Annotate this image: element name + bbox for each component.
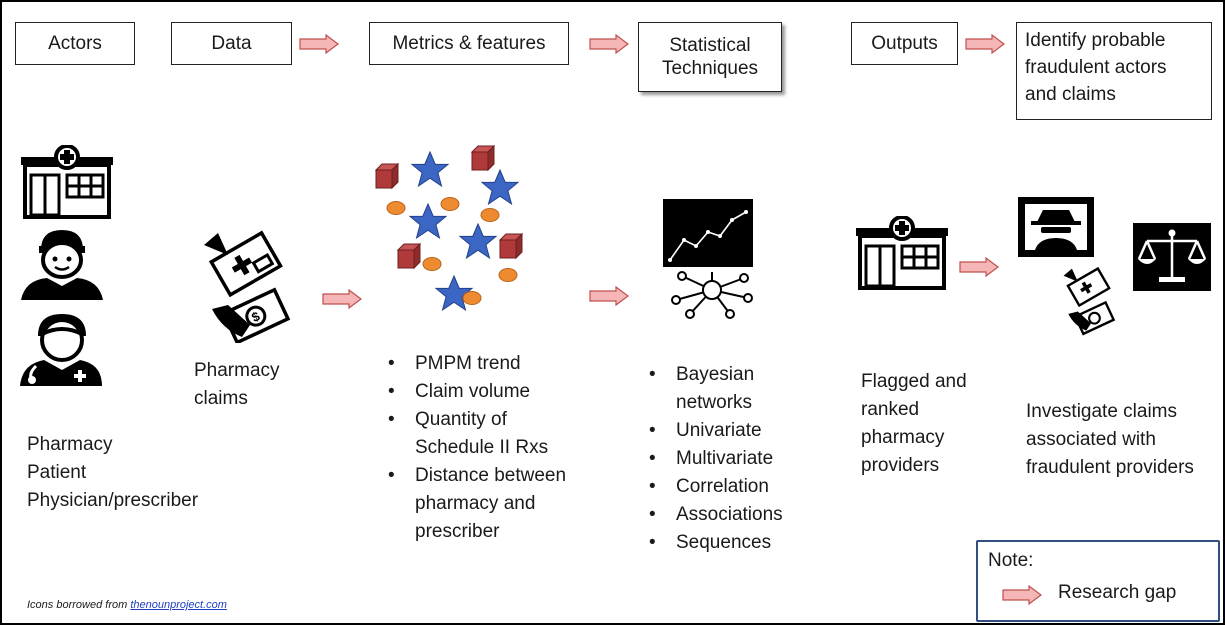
header-statistical-line1: Statistical	[669, 35, 751, 56]
header-actors-label: Actors	[48, 33, 102, 54]
arrow-outputs-to-identify	[965, 34, 1005, 54]
money-exchange-icon: $	[204, 230, 291, 343]
physician-icon	[20, 314, 102, 386]
header-data: Data	[171, 22, 292, 65]
header-identify-line2: fraudulent actors	[1025, 57, 1167, 78]
header-actors: Actors	[15, 22, 135, 65]
actors-list: Pharmacy Patient Physician/prescriber	[27, 431, 198, 515]
data-label-line2: claims	[194, 388, 248, 409]
note-title: Note:	[988, 550, 1034, 571]
credit-prefix: Icons borrowed from	[27, 599, 128, 611]
header-identify-line1: Identify probable	[1025, 30, 1166, 51]
detective-screen-icon	[1018, 197, 1094, 257]
header-outputs-label: Outputs	[871, 33, 938, 54]
note-item: Research gap	[1058, 582, 1177, 603]
icon-credit: Icons borrowed from thenounproject.com	[27, 599, 227, 611]
network-icon	[671, 271, 753, 319]
header-identify: Identify probable fraudulent actors and …	[1016, 22, 1212, 120]
header-data-label: Data	[211, 33, 252, 54]
patient-icon	[21, 230, 103, 300]
trend-chart-icon	[663, 199, 753, 267]
note-box: Note: Research gap	[976, 540, 1220, 622]
money-exchange-icon	[1063, 266, 1116, 336]
header-identify-line3: and claims	[1025, 84, 1116, 105]
arrow-metrics-to-stats	[589, 286, 629, 306]
header-metrics: Metrics & features	[369, 22, 569, 65]
header-metrics-label: Metrics & features	[392, 33, 546, 54]
pharmacy-store-icon	[856, 216, 948, 290]
stat-item: Associations	[644, 501, 783, 529]
arrow-data-to-metrics	[299, 34, 339, 54]
metric-item: PMPM trend	[383, 350, 566, 378]
data-label-line1: Pharmacy	[194, 360, 280, 381]
stat-item: Correlation	[644, 473, 783, 501]
arrow-metrics-to-statistical	[589, 34, 629, 54]
actor-pharmacy: Pharmacy	[27, 434, 113, 455]
justice-scales-icon	[1133, 223, 1211, 291]
header-statistical: Statistical Techniques	[638, 22, 782, 92]
stat-item: Univariate	[644, 417, 783, 445]
arrow-claims-to-metrics	[322, 289, 362, 309]
header-outputs: Outputs	[851, 22, 958, 65]
data-label: Pharmacy claims	[194, 357, 280, 413]
note-arrow-icon	[1002, 585, 1042, 605]
stat-item: Sequences	[644, 529, 783, 557]
arrow-pharmacy-to-investigate	[959, 257, 999, 277]
metric-item: Claim volume	[383, 378, 566, 406]
stat-item: Multivariate	[644, 445, 783, 473]
investigate-label: Investigate claims associated with fraud…	[1026, 401, 1194, 478]
actor-physician: Physician/prescriber	[27, 490, 199, 511]
actor-patient: Patient	[27, 462, 87, 483]
header-statistical-line2: Techniques	[661, 58, 759, 79]
pharmacy-store-icon	[21, 145, 113, 219]
scatter-shapes-icon	[375, 145, 523, 311]
outputs-label: Flagged and ranked pharmacy providers	[861, 371, 967, 476]
credit-link[interactable]: thenounproject.com	[130, 599, 227, 611]
metrics-list: PMPM trend Claim volume Quantity ofSched…	[383, 350, 566, 546]
